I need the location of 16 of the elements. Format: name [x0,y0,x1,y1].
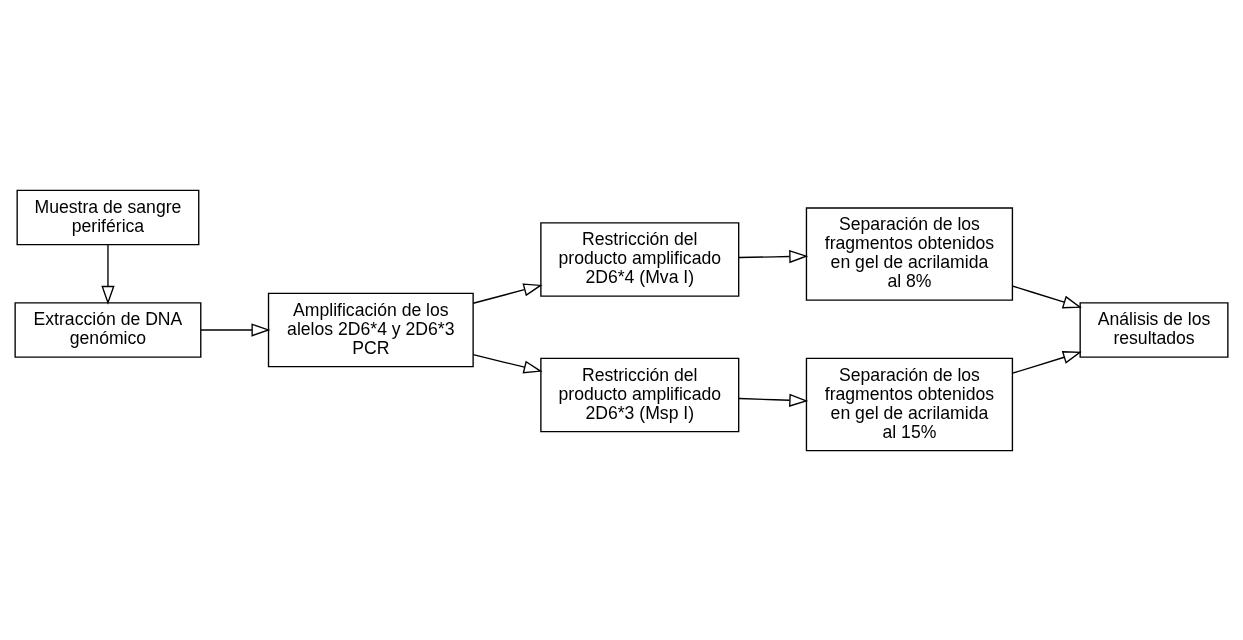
arrow [101,243,115,305]
arrow [472,282,543,304]
arrow [1012,284,1082,308]
node-box: Análisis de los resultados [1079,301,1229,358]
arrow [1012,350,1082,374]
node-box: Restricción del producto amplificado 2D6*4 (Mva I) [540,221,740,297]
node-box: Extracción de DNA genómico [14,301,202,358]
arrow [200,322,271,337]
node-box: Restricción del producto amplificado 2D6*3 (Msp I) [540,357,740,432]
node-box: Separación de los fragmentos obtenidos en gel de acrilamida al 8% [805,206,1014,301]
arrow [738,393,809,407]
node-box: Separación de los fragmentos obtenidos en gel de acrilamida al 15% [805,357,1014,451]
arrow [472,353,543,374]
node-box: Muestra de sangre periférica [16,189,200,245]
node-box: Amplificación de los alelos 2D6*4 y 2D6*3 PCR [267,292,474,367]
arrow [738,249,809,263]
